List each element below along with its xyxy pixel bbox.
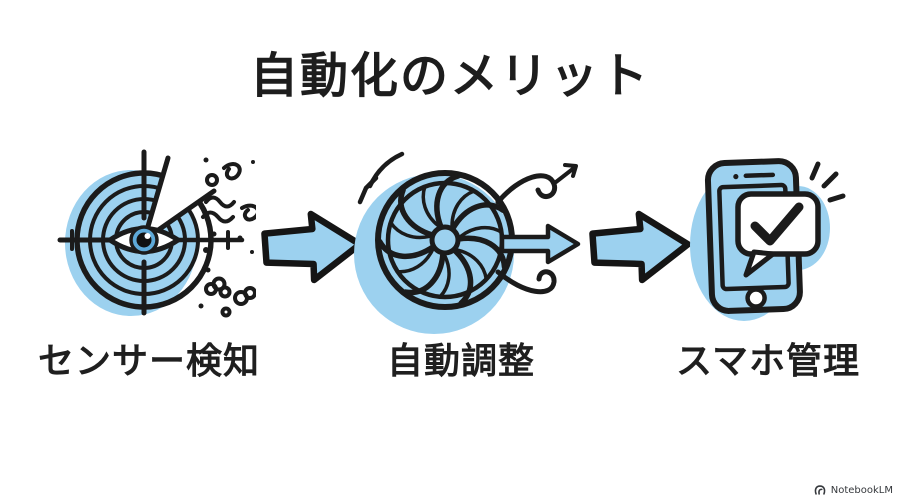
notification-dashes [809, 161, 846, 203]
flow-arrow-right-icon [257, 206, 367, 290]
watermark: NotebookLM [813, 484, 893, 496]
step-label-adjust: 自動調整 [386, 341, 536, 382]
speed-lines [357, 151, 405, 205]
watermark-brand: NotebookLM [830, 484, 893, 496]
check-bubble [735, 191, 821, 278]
flow-arrow-right-icon [585, 206, 695, 290]
page-title: 自動化のメリット [249, 48, 650, 104]
step-label-sensor: センサー検知 [37, 341, 261, 382]
step-label-smartphone: スマホ管理 [676, 341, 860, 382]
airflow-marks [495, 163, 581, 295]
fan-blades [376, 173, 508, 307]
particles-marks [198, 157, 256, 318]
smartphone-check-icon [680, 148, 880, 333]
fan-icon [352, 142, 592, 342]
radar-eye-icon [56, 146, 256, 321]
notebooklm-logo-icon [813, 484, 827, 496]
